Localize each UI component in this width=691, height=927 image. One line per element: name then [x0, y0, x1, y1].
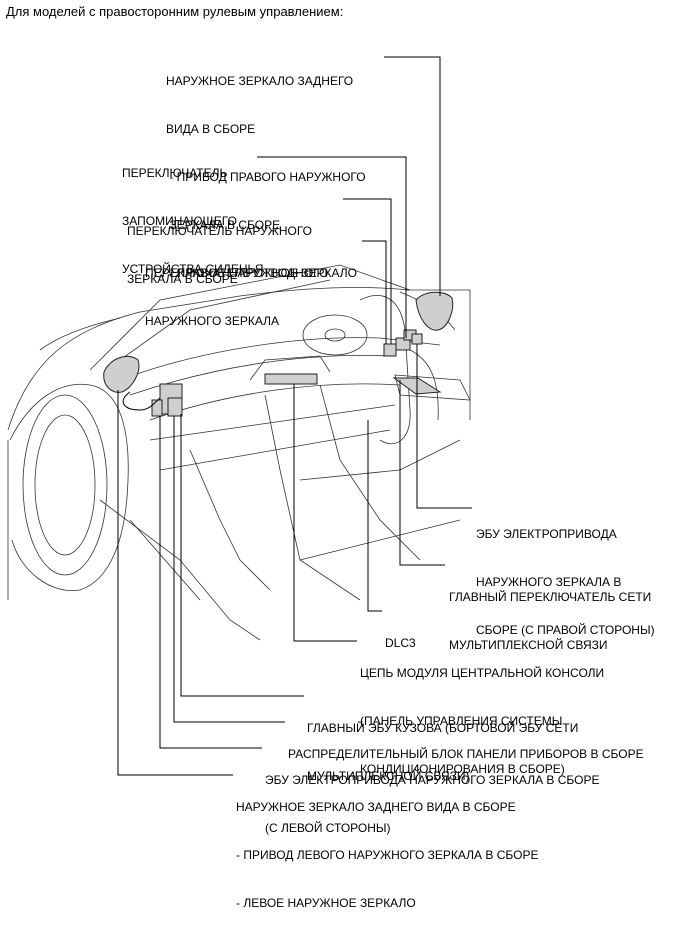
ecu-left-shape [151, 399, 163, 417]
console-panel-shape [264, 373, 318, 385]
label-multiplex-switch: ГЛАВНЫЙ ПЕРЕКЛЮЧАТЕЛЬ СЕТИ МУЛЬТИПЛЕКСНО… [449, 590, 652, 652]
label-body-ecu: ГЛАВНЫЙ ЭБУ КУЗОВА (БОРТОВОЙ ЭБУ СЕТИ МУ… [307, 721, 579, 783]
label-memory-switch: ПЕРЕКЛЮЧАТЕЛЬ ЗАПОМИНАЮЩЕГО УСТРОЙСТВА С… [122, 166, 264, 276]
label-console-module: ЦЕПЬ МОДУЛЯ ЦЕНТРАЛЬНОЙ КОНСОЛИ (ПАНЕЛЬ … [360, 666, 605, 776]
leader-lines [117, 56, 472, 776]
label-junction-block: РАСПРЕДЕЛИТЕЛЬНЫЙ БЛОК ПАНЕЛИ ПРИБОРОВ В… [288, 747, 644, 761]
ecu-right-shape [411, 333, 423, 345]
page-title: Для моделей с правосторонним рулевым упр… [6, 4, 344, 19]
left-mirror-shape [103, 356, 140, 393]
label-ecu-right: ЭБУ ЭЛЕКТРОПРИВОДА НАРУЖНОГО ЗЕРКАЛА В С… [476, 527, 655, 637]
label-mirror-switch: ПЕРЕКЛЮЧАТЕЛЬ НАРУЖНОГО ЗЕРКАЛА В СБОРЕ [127, 224, 312, 286]
label-ecu-left: ЭБУ ЭЛЕКТРОПРИВОДА НАРУЖНОГО ЗЕРКАЛА В С… [265, 773, 600, 835]
right-mirror-shape [415, 291, 454, 331]
car-interior-diagram [7, 56, 472, 776]
label-mirror-right: НАРУЖНОЕ ЗЕРКАЛО ЗАДНЕГО ВИДА В СБОРЕ - … [166, 74, 366, 280]
mirror-switch-shape [383, 343, 397, 357]
label-mirror-left: НАРУЖНОЕ ЗЕРКАЛО ЗАДНЕГО ВИДА В СБОРЕ - … [236, 800, 539, 910]
label-dlc3: DLC3 [385, 636, 416, 650]
label-retract-switch: ПЕРЕКЛЮЧАТЕЛЬ ОТВОДНОГО НАРУЖНОГО ЗЕРКАЛ… [145, 266, 329, 328]
junction-block-shape [167, 397, 183, 417]
